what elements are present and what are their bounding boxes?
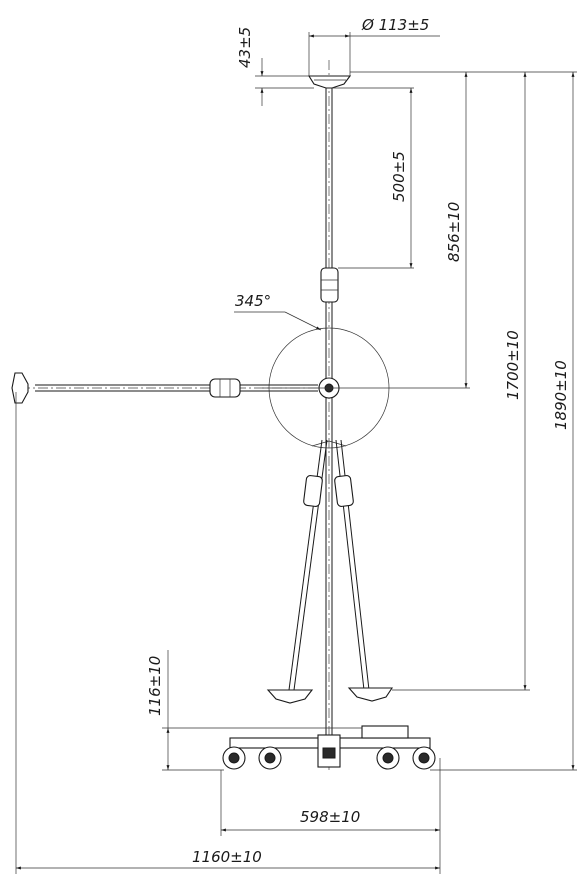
dim-rotation: 345° (234, 292, 322, 331)
label-diameter-head: Ø 113±5 (361, 16, 429, 34)
label-height-top: 43±5 (236, 27, 254, 68)
label-upper-height: 856±10 (445, 202, 463, 262)
dim-base-height: 116±10 (146, 650, 362, 771)
upper-joint (320, 267, 339, 303)
base (222, 725, 436, 770)
dim-overall-1890: 1890±10 (552, 72, 575, 770)
main-pole (325, 60, 333, 770)
label-overall-1890: 1890±10 (552, 360, 570, 430)
dim-upper-height: 856±10 (445, 72, 468, 388)
label-base-height: 116±10 (146, 656, 164, 716)
hanging-arm-left (266, 439, 328, 704)
label-arm-segment: 500±5 (390, 151, 408, 202)
label-overall-1700: 1700±10 (504, 330, 522, 400)
dim-arm-segment: 500±5 (390, 88, 413, 268)
horizontal-arm (11, 372, 318, 404)
label-rotation: 345° (235, 292, 271, 310)
dim-overall-1700: 1700±10 (504, 72, 527, 690)
label-base-width: 598±10 (300, 808, 360, 826)
dim-height-top: 43±5 (236, 27, 314, 106)
dim-diameter-head: Ø 113±5 (308, 16, 440, 76)
top-lamp-head (308, 75, 352, 89)
dim-base-width: 598±10 (220, 758, 441, 874)
hanging-arm-right (334, 439, 394, 702)
label-total-width: 1160±10 (192, 848, 262, 866)
dim-total-width: 1160±10 (15, 392, 440, 874)
